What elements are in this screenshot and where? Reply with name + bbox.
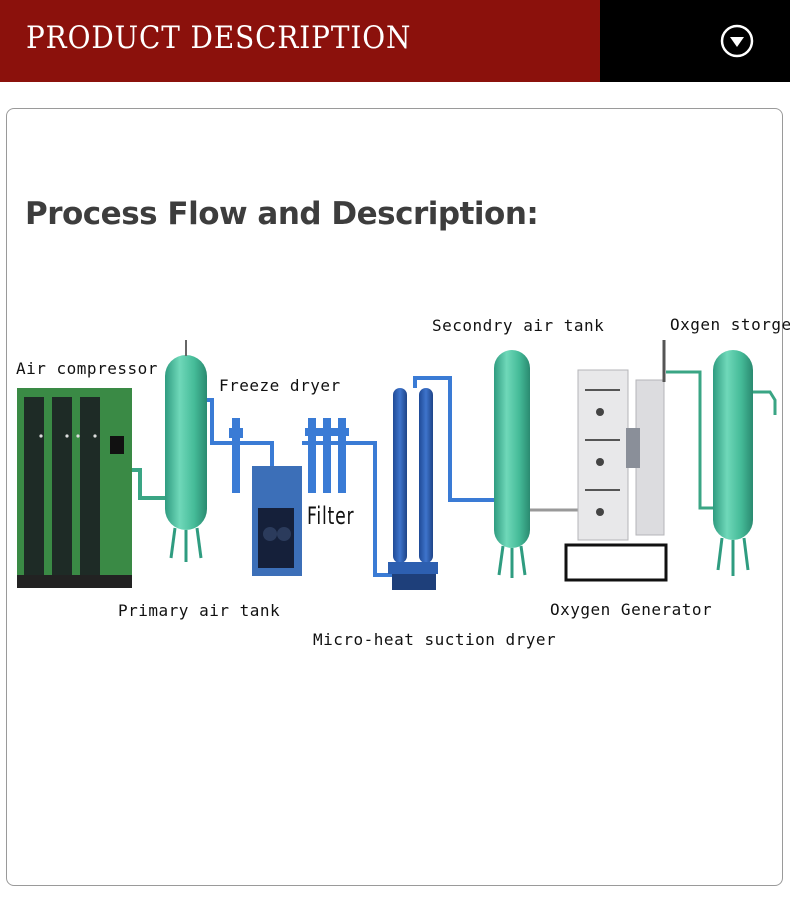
- chevron-down-circle-icon[interactable]: [720, 24, 754, 58]
- label-air-compressor: Air compressor: [16, 359, 158, 378]
- oxygen-generator-icon: [564, 340, 714, 582]
- label-primary-air-tank: Primary air tank: [118, 601, 281, 620]
- label-freeze-dryer: Freeze dryer: [219, 376, 341, 395]
- section-heading: Process Flow and Description:: [25, 196, 539, 232]
- primary-air-tank-icon: [165, 340, 207, 562]
- freeze-dryer-icon: [252, 466, 302, 576]
- pre-filter-icon: [229, 418, 243, 493]
- page-header: PRODUCT DESCRIPTION: [0, 0, 790, 82]
- label-micro-heat-dryer: Micro-heat suction dryer: [313, 630, 557, 649]
- air-compressor-icon: [17, 388, 132, 588]
- label-secondary-air-tank: Secondry air tank: [432, 316, 605, 335]
- process-flow-diagram: Air compressor Primary air tank Freeze d…: [0, 300, 790, 650]
- label-filter: Filter: [307, 502, 355, 530]
- page-title: PRODUCT DESCRIPTION: [26, 20, 412, 56]
- header-title-bar: PRODUCT DESCRIPTION: [0, 0, 600, 82]
- oxygen-storage-tank-icon: [713, 350, 777, 576]
- filter-group-icon: [305, 418, 349, 493]
- label-oxygen-storage: Oxgen storge: [670, 315, 790, 334]
- header-toggle-bar: [600, 0, 790, 82]
- suction-dryer-icon: [388, 376, 494, 590]
- process-flow-illustration: [17, 340, 777, 590]
- label-oxygen-generator: Oxygen Generator: [550, 600, 713, 619]
- secondary-air-tank-icon: [494, 350, 530, 578]
